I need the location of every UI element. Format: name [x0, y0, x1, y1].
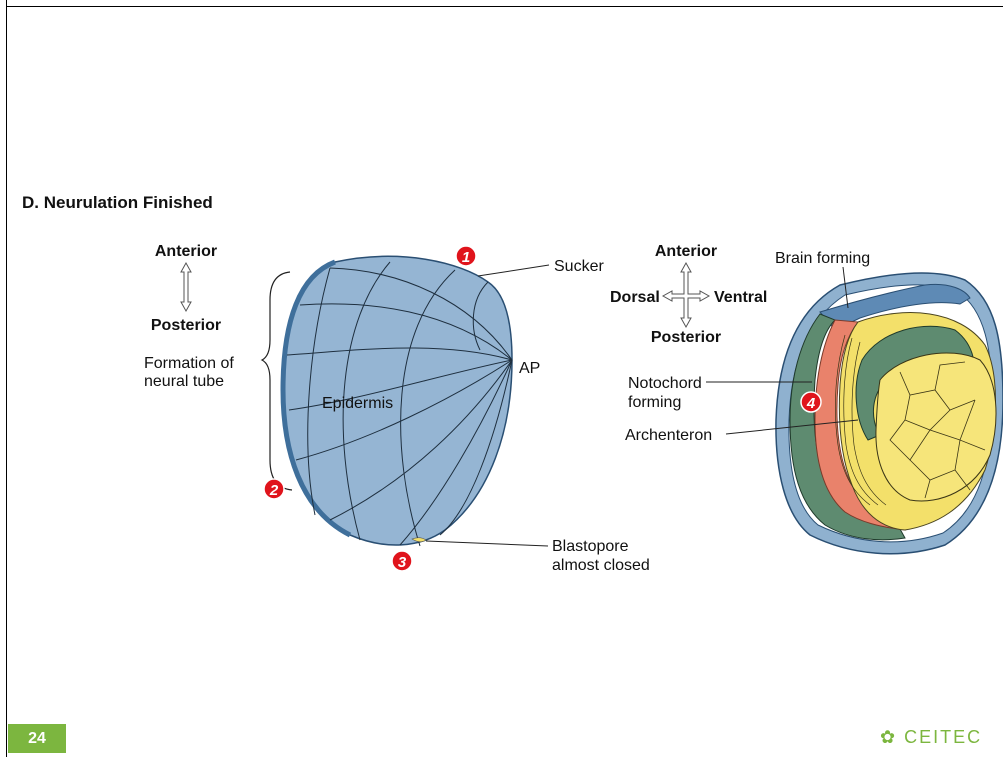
marker-4: 4 [800, 391, 822, 413]
ceitec-leaf-icon: ✿ [880, 727, 898, 747]
yolk-cells [875, 352, 997, 502]
marker-2-label: 2 [269, 482, 279, 499]
epidermis-label: Epidermis [322, 395, 393, 412]
sucker-label: Sucker [554, 258, 604, 275]
sucker-leader-line [477, 264, 550, 277]
notochord-label-line2: forming [628, 394, 681, 411]
neural-tube-brain [819, 283, 971, 331]
embryo-epidermis-body [282, 255, 513, 546]
marker-4-label: 4 [806, 395, 816, 412]
blastopore-label-line2: almost closed [552, 557, 650, 574]
archenteron-label: Archenteron [625, 427, 712, 444]
formation-label-line1: Formation of [144, 355, 234, 372]
marker-3-label: 3 [398, 554, 407, 571]
ap-label: AP [519, 360, 540, 377]
right-axis-ventral: Ventral [714, 289, 767, 306]
marker-1: 1 [455, 245, 477, 267]
epidermis-surface-lines [286, 261, 513, 547]
slide-frame-top [6, 6, 1003, 7]
left-figure: Anterior Posterior Formation of neural t… [144, 243, 650, 574]
right-axis-posterior: Posterior [651, 329, 721, 346]
blastopore-label-line1: Blastopore [552, 538, 629, 555]
slide-frame-left [6, 0, 7, 757]
blastopore-leader-line [425, 540, 549, 547]
right-axis-cross-arrow [661, 261, 711, 329]
right-axis-anterior: Anterior [655, 243, 717, 260]
figure-heading: D. Neurulation Finished [22, 193, 213, 212]
neural-tube-bracket [260, 271, 293, 491]
brain-forming-label: Brain forming [775, 250, 870, 267]
marker-1-label: 1 [462, 249, 470, 266]
ceitec-logo: ✿ CEITEC [880, 727, 982, 748]
notochord-label-line1: Notochord [628, 375, 702, 392]
blastopore [411, 537, 427, 543]
left-axis-anterior: Anterior [155, 243, 217, 260]
notochord-layers [835, 334, 887, 506]
yolk-cell-network [889, 361, 986, 499]
mesoderm-outer [789, 313, 906, 541]
left-axis-arrow [180, 261, 192, 313]
formation-label-line2: neural tube [144, 373, 224, 390]
archenteron-leader-line [725, 419, 859, 435]
neural-fold-edge [280, 259, 352, 538]
marker-3: 3 [391, 550, 413, 572]
brain-leader-line [842, 266, 849, 309]
page-number-badge: 24 [8, 724, 66, 753]
left-axis-posterior: Posterior [151, 317, 221, 334]
right-figure: Anterior Dorsal Ventral Posterior [610, 243, 1003, 555]
ceitec-logo-text: CEITEC [904, 727, 983, 747]
right-axis-dorsal: Dorsal [610, 289, 660, 306]
marker-2: 2 [263, 478, 285, 500]
